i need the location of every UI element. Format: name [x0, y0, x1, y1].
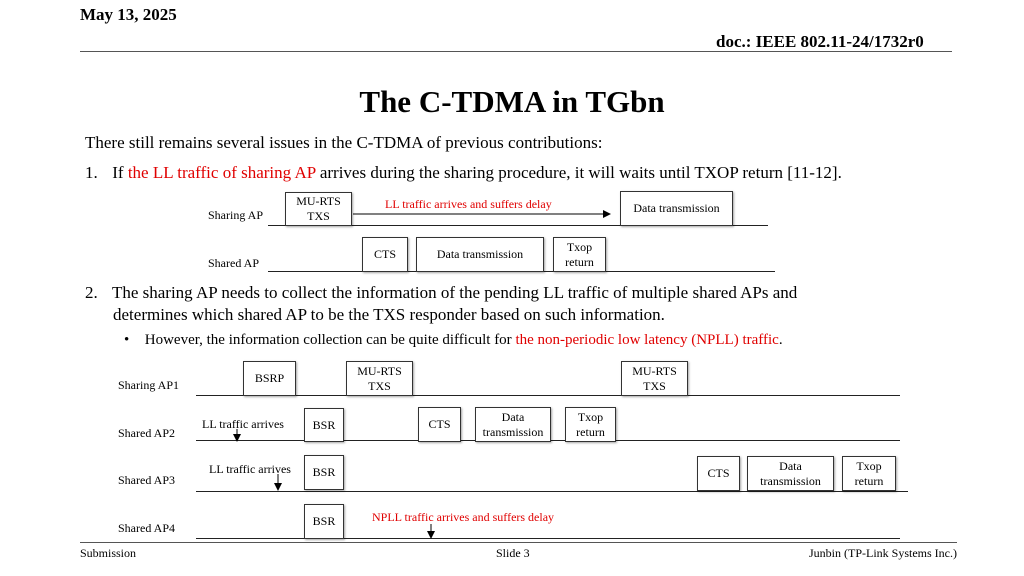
- bullet-pre: However, the information collection can …: [144, 332, 516, 348]
- ll-arrives-ap3: LL traffic arrives: [209, 462, 291, 476]
- item-2-line-2: determines which shared AP to be the TXS…: [113, 305, 665, 324]
- bsr-box-ap2: BSR: [304, 408, 344, 442]
- cts-box: CTS: [362, 237, 408, 272]
- footer-divider: [80, 542, 957, 543]
- intro-text: There still remains several issues in th…: [85, 133, 603, 152]
- item-1-post: arrives during the sharing procedure, it…: [315, 163, 842, 182]
- item-2-number: 2.: [85, 283, 98, 302]
- sharing-ap-label: Sharing AP: [208, 208, 264, 222]
- shared-data-transmission-box: Data transmission: [416, 237, 544, 272]
- cts-box-ap2: CTS: [418, 407, 461, 442]
- header-divider: [80, 51, 952, 52]
- item-1-highlight: the LL traffic of sharing AP: [127, 163, 316, 182]
- item-1: 1. If the LL traffic of sharing AP arriv…: [85, 163, 842, 183]
- shared-ap-label: Shared AP: [208, 256, 259, 270]
- npll-delay-note: NPLL traffic arrives and suffers delay: [372, 510, 555, 524]
- bullet-item: • However, the information collection ca…: [124, 332, 783, 349]
- shared-ap4-label: Shared AP4: [118, 521, 175, 535]
- sharing-data-transmission-box: Data transmission: [620, 191, 733, 226]
- shared-ap3-label: Shared AP3: [118, 473, 175, 487]
- ap4-timeline: [196, 538, 900, 539]
- cts-box-ap3: CTS: [697, 456, 740, 491]
- slide-title: The C-TDMA in TGbn: [359, 84, 665, 119]
- bsr-box-ap4: BSR: [304, 504, 344, 539]
- shared-ap2-label: Shared AP2: [118, 426, 175, 440]
- bullet-mark: •: [124, 332, 130, 348]
- bsrp-box: BSRP: [243, 361, 296, 396]
- item-2-line-1: The sharing AP needs to collect the info…: [111, 283, 798, 302]
- item-2: 2. The sharing AP needs to collect the i…: [85, 283, 797, 303]
- bsr-box-ap3: BSR: [304, 455, 344, 490]
- ll-arrives-ap2: LL traffic arrives: [202, 417, 284, 431]
- header-doc-id: doc.: IEEE 802.11-24/1732r0: [716, 32, 924, 51]
- footer-author: Junbin (TP-Link Systems Inc.): [809, 546, 957, 560]
- ap3-timeline: [196, 491, 908, 492]
- item-1-number: 1.: [85, 163, 98, 182]
- footer-submission: Submission: [80, 546, 137, 560]
- footer-slide-number: Slide 3: [496, 546, 530, 560]
- sharing-ap1-label: Sharing AP1: [118, 378, 180, 392]
- item-1-pre: If: [112, 163, 128, 182]
- ll-delay-note: LL traffic arrives and suffers delay: [385, 197, 552, 211]
- header-date: May 13, 2025: [80, 5, 177, 24]
- bullet-post: .: [778, 332, 783, 348]
- sharing-ap-timeline: [268, 225, 768, 226]
- bullet-highlight: the non-periodic low latency (NPLL) traf…: [515, 332, 779, 348]
- ap1-timeline: [196, 395, 900, 396]
